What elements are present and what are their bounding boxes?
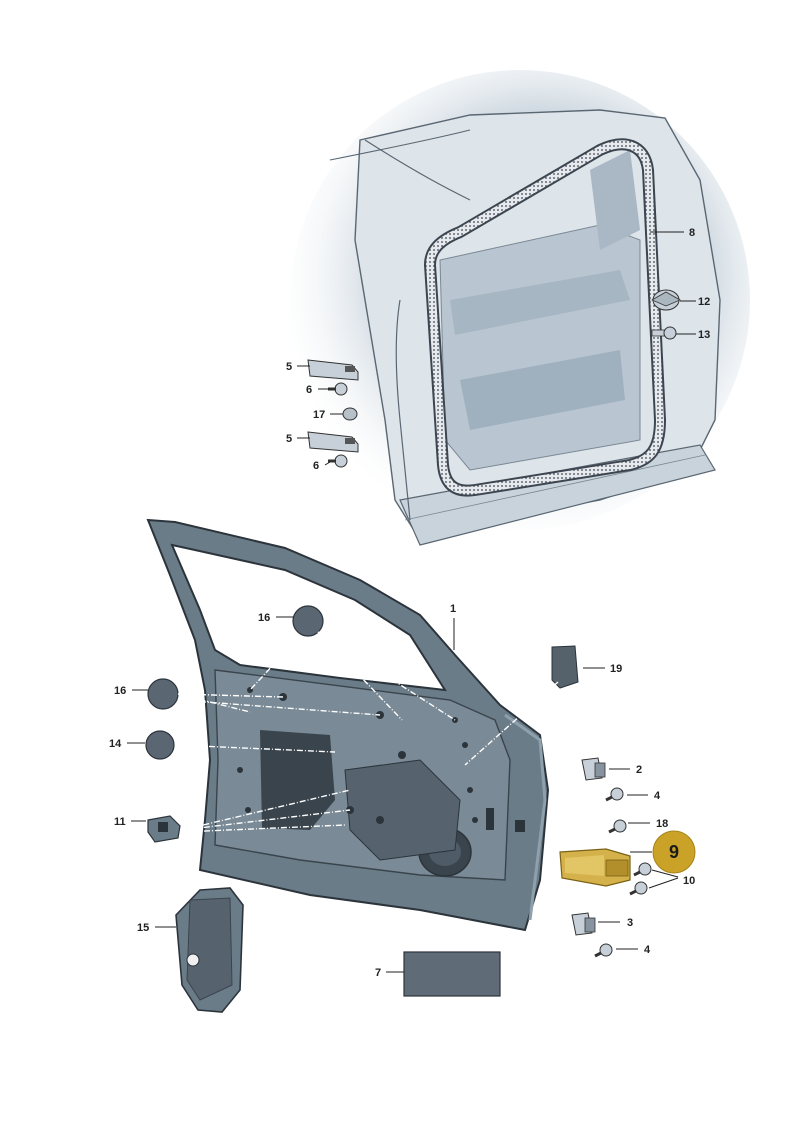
door-shell <box>146 518 550 932</box>
door-check <box>147 815 181 843</box>
plug-16-lower <box>147 678 179 710</box>
callout-5-lower: 5 <box>286 433 292 445</box>
callout-16-upper: 16 <box>258 612 270 624</box>
striker-bolt <box>651 326 677 340</box>
callout-13: 13 <box>698 329 710 341</box>
callout-19: 19 <box>610 663 622 675</box>
callout-16-lower: 16 <box>114 685 126 697</box>
callout-2: 2 <box>636 764 642 776</box>
callout-5-upper: 5 <box>286 361 292 373</box>
callout-3: 3 <box>627 917 633 929</box>
hinge-lower <box>571 912 596 936</box>
callout-15: 15 <box>137 922 149 934</box>
callouts: 8 12 13 5 6 17 5 6 1 16 19 16 14 2 4 11 … <box>109 227 710 979</box>
plug-14 <box>145 730 175 760</box>
door-seal-piece <box>175 887 244 1013</box>
highlighted-part[interactable] <box>559 848 631 887</box>
callout-17: 17 <box>313 409 325 421</box>
door-striker <box>651 289 681 311</box>
car-body-opening <box>290 70 750 546</box>
callout-10: 10 <box>683 875 695 887</box>
protective-film <box>403 951 501 997</box>
callout-8: 8 <box>689 227 695 239</box>
plug-16-upper <box>292 605 324 637</box>
bolt-10-a <box>633 862 652 877</box>
bracket-upper <box>307 359 359 381</box>
bolt-10-b <box>629 881 648 896</box>
callout-9: 9 <box>669 842 679 862</box>
callout-18: 18 <box>656 818 668 830</box>
callout-4-lower: 4 <box>644 944 651 956</box>
callout-1: 1 <box>450 603 456 615</box>
bolt-4-upper <box>605 787 624 802</box>
callout-4-upper: 4 <box>654 790 661 802</box>
bracket-lower <box>307 431 359 453</box>
callout-11: 11 <box>114 816 126 828</box>
callout-12: 12 <box>698 296 710 308</box>
callout-7: 7 <box>375 967 381 979</box>
callout-14: 14 <box>109 738 122 750</box>
bolt-18 <box>608 819 627 834</box>
screw-lower <box>328 454 348 468</box>
door-leader-lines <box>175 631 559 833</box>
callout-6-upper: 6 <box>306 384 312 396</box>
callout-6-lower: 6 <box>313 460 319 472</box>
hinge-upper <box>581 757 606 781</box>
highlight-callout[interactable]: 9 <box>652 830 696 874</box>
bolt-4-lower <box>594 943 613 958</box>
plug <box>342 407 358 421</box>
cover-cap <box>551 645 579 689</box>
